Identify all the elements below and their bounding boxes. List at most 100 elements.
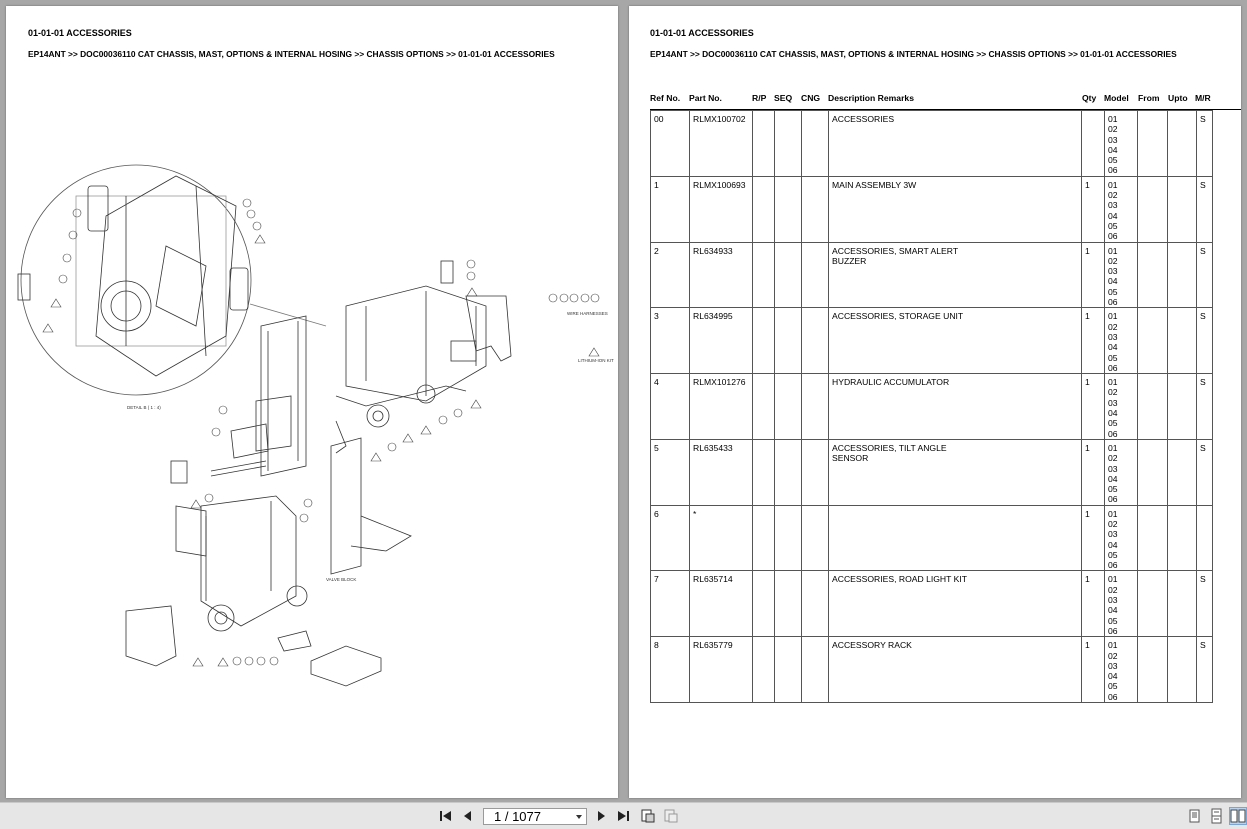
col-cng: CNG [801, 93, 821, 103]
right-page: 01-01-01 ACCESSORIES EP14ANT >> DOC00036… [629, 6, 1241, 798]
mr-cell: S [1196, 570, 1213, 638]
rp-cell [752, 504, 775, 572]
model-code: 02 [1108, 584, 1118, 595]
model-code: 04 [1108, 144, 1118, 155]
model-code: 03 [1108, 660, 1118, 671]
cng-cell [801, 307, 829, 375]
viewer-toolbar: 1 / 1077 [0, 802, 1247, 829]
model-code: 06 [1108, 494, 1118, 505]
description-cell: ACCESSORIES [828, 110, 1082, 177]
mr-cell: S [1196, 373, 1213, 440]
from-cell [1137, 307, 1168, 375]
wire-harnesses-label: WIRE HARNESSES [567, 311, 608, 316]
section-title: 01-01-01 ACCESSORIES [650, 28, 754, 38]
qty-cell: 1 [1081, 175, 1105, 243]
qty-cell: 1 [1081, 636, 1105, 704]
two-page-icon[interactable] [1229, 807, 1247, 825]
model-code: 05 [1108, 155, 1118, 166]
ref-cell: 5 [650, 438, 690, 506]
model-code: 02 [1108, 255, 1118, 266]
upto-cell [1167, 110, 1197, 177]
from-cell [1137, 110, 1168, 177]
ref-cell: 1 [650, 175, 690, 243]
breadcrumb: EP14ANT >> DOC00036110 CAT CHASSIS, MAST… [650, 49, 1177, 59]
breadcrumb: EP14ANT >> DOC00036110 CAT CHASSIS, MAST… [28, 49, 555, 59]
model-code: 03 [1108, 463, 1118, 474]
cng-cell [801, 110, 829, 177]
model-code: 04 [1108, 342, 1118, 353]
fit-icon[interactable] [663, 808, 679, 824]
model-code: 01 [1108, 574, 1118, 585]
model-code: 06 [1108, 691, 1118, 702]
part-number-cell: RL635433 [689, 438, 753, 506]
description-cell: ACCESSORIES, STORAGE UNIT [828, 307, 1082, 375]
continuous-icon[interactable] [1208, 808, 1224, 824]
model-code: 06 [1108, 165, 1118, 176]
mr-cell: S [1196, 636, 1213, 704]
model-code: 02 [1108, 190, 1118, 201]
description-cell: HYDRAULIC ACCUMULATOR [828, 373, 1082, 440]
model-code: 03 [1108, 529, 1118, 540]
description-line: ACCESSORIES, ROAD LIGHT KIT [832, 574, 967, 585]
description-line: ACCESSORIES, SMART ALERT [832, 245, 959, 256]
last-page-icon[interactable] [615, 808, 631, 824]
col-mr: M/R [1195, 93, 1211, 103]
model-code: 04 [1108, 408, 1118, 419]
first-page-icon[interactable] [438, 808, 454, 824]
seq-cell [774, 636, 802, 704]
rp-cell [752, 241, 775, 309]
left-page: 01-01-01 ACCESSORIES EP14ANT >> DOC00036… [6, 6, 618, 798]
model-code: 03 [1108, 595, 1118, 606]
model-code: 02 [1108, 650, 1118, 661]
model-code: 03 [1108, 331, 1118, 342]
upto-cell [1167, 570, 1197, 638]
prev-page-icon[interactable] [460, 808, 476, 824]
part-number-cell: RL635779 [689, 636, 753, 704]
part-number-cell: RL634933 [689, 241, 753, 309]
description-line: SENSOR [832, 452, 869, 463]
from-cell [1137, 504, 1168, 572]
model-code: 06 [1108, 231, 1118, 242]
col-desc: Description Remarks [828, 93, 914, 103]
from-cell [1137, 175, 1168, 243]
description-line: ACCESSORIES [832, 114, 895, 124]
description-cell: ACCESSORY RACK [828, 636, 1082, 704]
model-code: 05 [1108, 681, 1118, 692]
seq-cell [774, 241, 802, 309]
rp-cell [752, 438, 775, 506]
rp-cell [752, 570, 775, 638]
cng-cell [801, 175, 829, 243]
model-code: 06 [1108, 428, 1118, 439]
ref-cell: 3 [650, 307, 690, 375]
upto-cell [1167, 438, 1197, 506]
ref-cell: 6 [650, 504, 690, 572]
rotate-icon[interactable] [640, 808, 656, 824]
upto-cell [1167, 504, 1197, 572]
col-from: From [1138, 93, 1160, 103]
upto-cell [1167, 636, 1197, 704]
description-line: ACCESSORIES, STORAGE UNIT [832, 311, 964, 322]
model-code: 04 [1108, 605, 1118, 616]
model-code: 02 [1108, 453, 1118, 464]
ref-cell: 00 [650, 110, 690, 177]
qty-cell: 1 [1081, 570, 1105, 638]
chevron-down-icon [576, 815, 582, 819]
col-qty: Qty [1082, 93, 1097, 103]
single-page-icon[interactable] [1186, 808, 1202, 824]
model-code: 01 [1108, 377, 1118, 388]
cng-cell [801, 570, 829, 638]
description-line: BUZZER [832, 255, 867, 266]
col-part: Part No. [689, 93, 722, 103]
model-code: 06 [1108, 625, 1118, 636]
model-code: 02 [1108, 387, 1118, 398]
mr-cell: S [1196, 307, 1213, 375]
next-page-icon[interactable] [593, 808, 609, 824]
page-number-select[interactable]: 1 / 1077 [483, 808, 587, 825]
seq-cell [774, 175, 802, 243]
